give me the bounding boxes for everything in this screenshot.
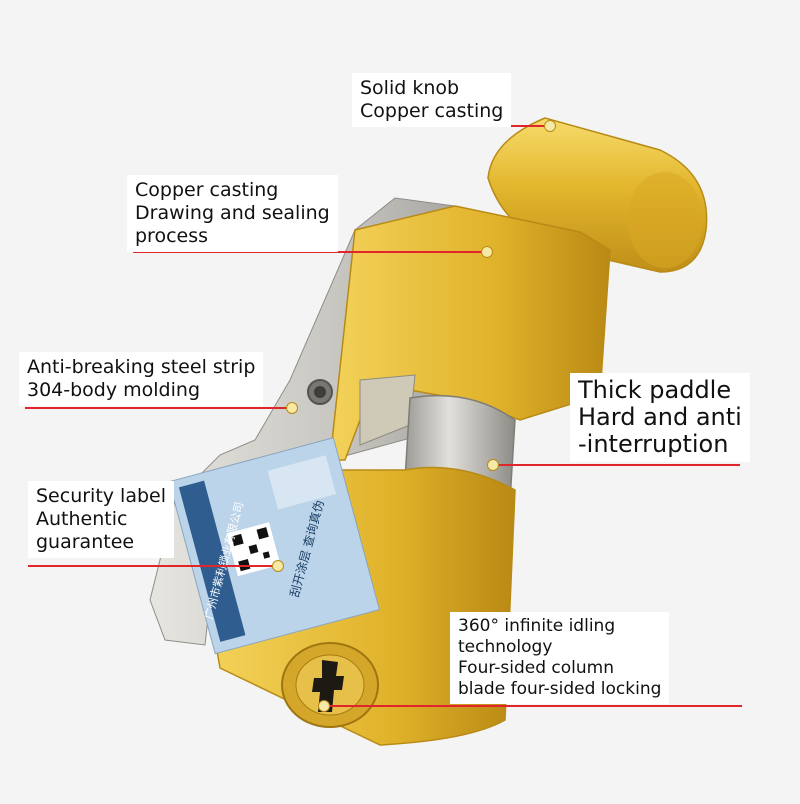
- leader-idling: [322, 705, 742, 707]
- callout-casting: Copper casting Drawing and sealing proce…: [127, 175, 338, 252]
- callout-paddle-line-1: Thick paddle: [578, 376, 732, 404]
- callout-security-line-3: guarantee: [36, 531, 135, 553]
- leader-dot-paddle: [487, 459, 499, 471]
- callout-security-line-1: Security label: [36, 485, 167, 507]
- leader-casting: [133, 251, 485, 253]
- leader-strip: [25, 407, 290, 409]
- security-sticker: [168, 437, 381, 655]
- leader-dot-casting: [481, 246, 493, 258]
- callout-idling-line-2: technology: [458, 637, 553, 657]
- callout-paddle: Thick paddle Hard and anti -interruption: [570, 373, 750, 462]
- callout-casting-line-3: process: [135, 225, 209, 247]
- callout-idling-line-1: 360° infinite idling: [458, 616, 616, 636]
- callout-strip: Anti-breaking steel strip 304-body moldi…: [19, 352, 264, 406]
- leader-paddle: [492, 464, 740, 466]
- callout-strip-line-1: Anti-breaking steel strip: [27, 356, 256, 378]
- callout-knob-line-1: Solid knob: [360, 77, 460, 99]
- keyhole: [312, 660, 344, 712]
- callout-security-line-2: Authentic: [36, 508, 128, 530]
- callout-idling-line-3: Four-sided column: [458, 658, 614, 678]
- callout-knob: Solid knob Copper casting: [352, 73, 512, 127]
- callout-casting-line-1: Copper casting: [135, 179, 279, 201]
- callout-casting-line-2: Drawing and sealing: [135, 202, 330, 224]
- callout-paddle-line-3: -interruption: [578, 430, 729, 458]
- leader-dot-security: [272, 560, 284, 572]
- callout-strip-line-2: 304-body molding: [27, 379, 201, 401]
- callout-security: Security label Authentic guarantee: [28, 481, 175, 558]
- callout-idling: 360° infinite idling technology Four-sid…: [450, 612, 670, 704]
- callout-idling-line-4: blade four-sided locking: [458, 679, 662, 699]
- leader-dot-idling: [318, 700, 330, 712]
- callout-knob-line-2: Copper casting: [360, 100, 504, 122]
- leader-dot-knob: [544, 120, 556, 132]
- callout-paddle-line-2: Hard and anti: [578, 403, 742, 431]
- leader-dot-strip: [286, 402, 298, 414]
- leader-security: [28, 565, 276, 567]
